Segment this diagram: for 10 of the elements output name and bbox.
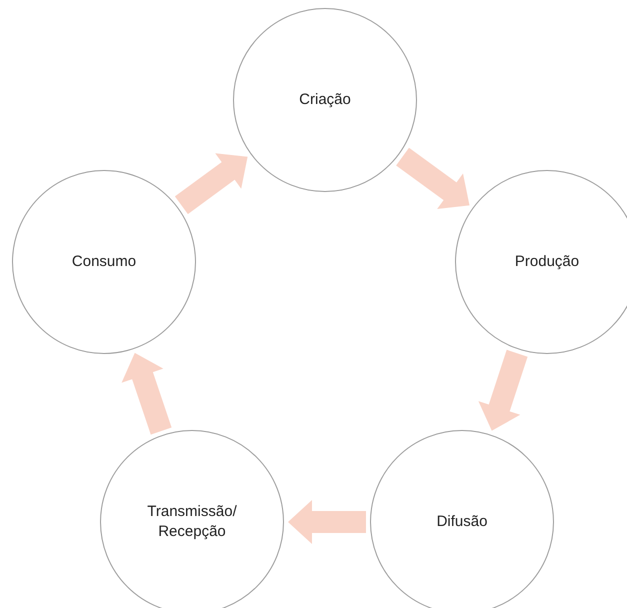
stage-label: Consumo (72, 252, 136, 272)
block-arrow (122, 352, 172, 435)
block-arrow (174, 153, 248, 214)
block-arrow (478, 350, 528, 431)
block-arrow (396, 148, 470, 209)
block-arrow (288, 500, 366, 544)
stage-label: Criação (299, 90, 351, 110)
stage-label: Transmissão/ Recepção (146, 502, 238, 542)
stage-label: Difusão (436, 512, 488, 532)
stage-label: Produção (514, 252, 580, 272)
